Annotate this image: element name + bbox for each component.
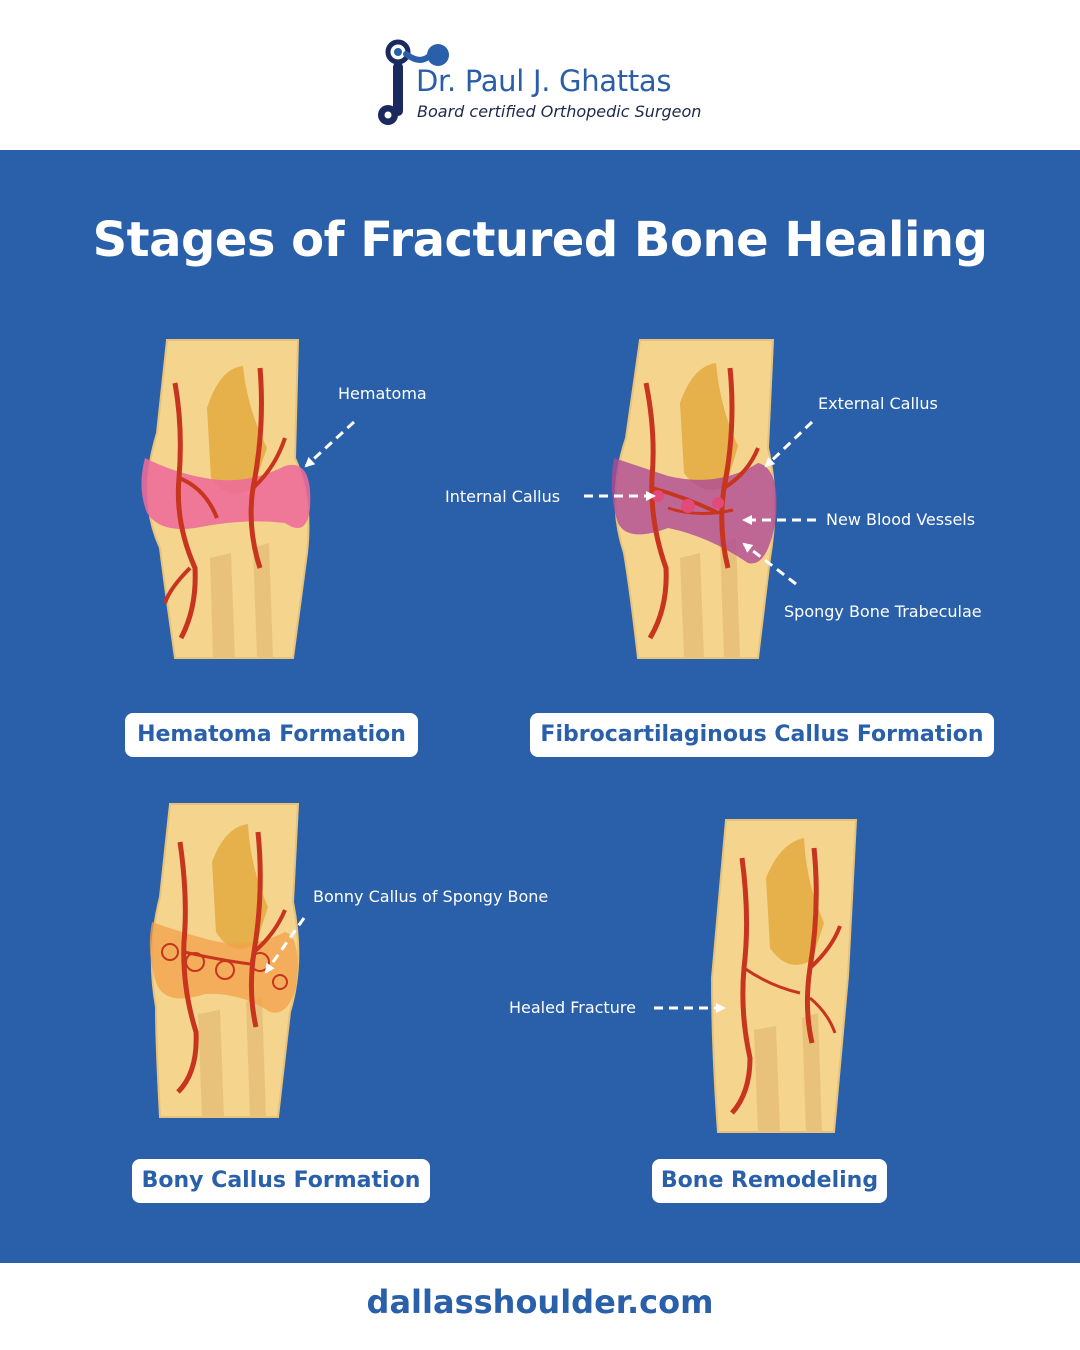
header: Dr. Paul J. Ghattas Board certified Orth… — [0, 0, 1080, 150]
footer: dallasshoulder.com — [0, 1263, 1080, 1350]
remodeled-bone-illustration — [710, 819, 858, 1133]
annotation-bonny-callus: Bonny Callus of Spongy Bone — [313, 887, 549, 906]
infographic-panel: Stages of Fractured Bone Healing Hematom… — [0, 150, 1080, 1263]
website-link[interactable]: dallasshoulder.com — [366, 1283, 714, 1321]
stage-label-bony-callus-formation: Bony Callus Formation — [132, 1159, 430, 1203]
fibrocartilaginous-bone-illustration — [611, 339, 777, 659]
annotation-external-callus: External Callus — [818, 394, 938, 413]
annotation-new-blood-vessels: New Blood Vessels — [826, 510, 976, 529]
stage-label-bone-remodeling: Bone Remodeling — [652, 1159, 887, 1203]
annotation-hematoma: Hematoma — [338, 384, 427, 403]
brand-name: Dr. Paul J. Ghattas — [416, 64, 672, 98]
bony-callus-bone-illustration — [149, 803, 300, 1118]
stage-label-fibrocartilaginous-callus-formation: Fibrocartilaginous Callus Formation — [530, 713, 994, 757]
annotation-internal-callus: Internal Callus — [445, 487, 561, 506]
page-title: Stages of Fractured Bone Healing — [92, 212, 988, 268]
brand-subtitle: Board certified Orthopedic Surgeon — [417, 102, 702, 121]
annotation-healed-fracture: Healed Fracture — [509, 998, 636, 1017]
hematoma-bone-illustration — [141, 339, 311, 659]
orthopedic-bone-logo-icon — [378, 39, 449, 125]
annotation-spongy-bone-trabeculae: Spongy Bone Trabeculae — [784, 602, 982, 621]
stage-label-hematoma-formation: Hematoma Formation — [125, 713, 418, 757]
